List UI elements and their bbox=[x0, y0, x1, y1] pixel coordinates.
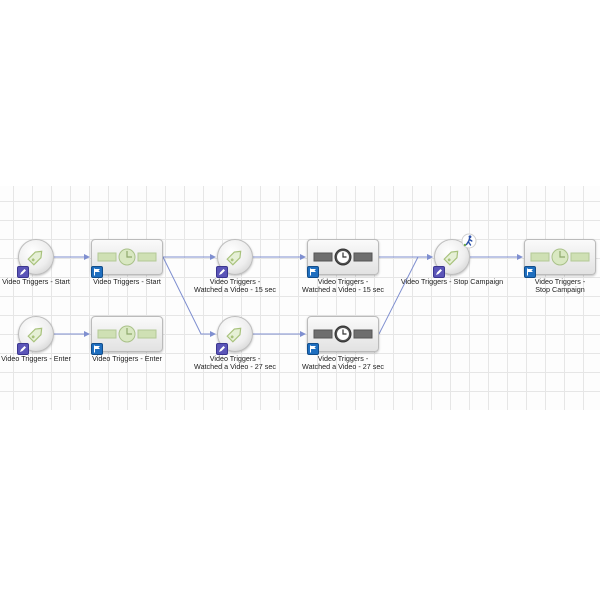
tag-icon bbox=[25, 323, 47, 345]
node-label: Video Triggers -Watched a Video - 27 sec bbox=[283, 355, 403, 371]
connector-n10-n5 bbox=[378, 254, 433, 335]
node-label: Video Triggers - Start bbox=[67, 278, 187, 286]
node-label-line: Watched a Video - 15 sec bbox=[194, 285, 276, 294]
node-label-line: Video Triggers - bbox=[317, 277, 369, 286]
walking-person-icon bbox=[461, 233, 477, 254]
flag-badge-icon[interactable] bbox=[307, 343, 319, 355]
node-label: Video Triggers -Watched a Video - 15 sec bbox=[283, 278, 403, 294]
workflow-canvas[interactable] bbox=[0, 186, 600, 410]
flag-badge-icon[interactable] bbox=[524, 266, 536, 278]
node-label-line: Video Triggers - Enter bbox=[1, 354, 71, 363]
node-label-line: Video Triggers - Start bbox=[93, 277, 161, 286]
flow-bars-icon bbox=[96, 247, 158, 267]
flag-badge-icon[interactable] bbox=[91, 266, 103, 278]
node-label-line: Video Triggers - bbox=[534, 277, 586, 286]
node-label: Video Triggers - Enter bbox=[67, 355, 187, 363]
connector-n2-n9 bbox=[162, 256, 216, 337]
tag-icon bbox=[441, 246, 463, 268]
tag-icon bbox=[224, 246, 246, 268]
pencil-badge-icon[interactable] bbox=[17, 343, 29, 355]
node-label: Video Triggers - Stop Campaign bbox=[392, 278, 512, 286]
node-label: Video Triggers -Watched a Video - 27 sec bbox=[175, 355, 295, 371]
node-label-line: Video Triggers - Start bbox=[2, 277, 70, 286]
node-label-line: Video Triggers - bbox=[209, 277, 261, 286]
clock-icon bbox=[312, 324, 374, 344]
node-label: Video Triggers - Enter bbox=[0, 355, 96, 363]
node-label-line: Watched a Video - 27 sec bbox=[194, 362, 276, 371]
node-label: Video Triggers - Start bbox=[0, 278, 96, 286]
flow-step-node-n8[interactable] bbox=[91, 316, 163, 352]
flow-step-node-n6[interactable] bbox=[524, 239, 596, 275]
pencil-badge-icon[interactable] bbox=[216, 266, 228, 278]
flag-badge-icon[interactable] bbox=[307, 266, 319, 278]
flag-badge-icon[interactable] bbox=[91, 343, 103, 355]
pencil-badge-icon[interactable] bbox=[433, 266, 445, 278]
node-label-line: Watched a Video - 15 sec bbox=[302, 285, 384, 294]
node-label-line: Watched a Video - 27 sec bbox=[302, 362, 384, 371]
node-label-line: Stop Campaign bbox=[535, 285, 585, 294]
node-label-line: Video Triggers - bbox=[317, 354, 369, 363]
flow-bars-icon bbox=[96, 324, 158, 344]
wait-step-node-n10[interactable] bbox=[307, 316, 379, 352]
clock-icon bbox=[312, 247, 374, 267]
tag-icon bbox=[224, 323, 246, 345]
flow-step-node-n2[interactable] bbox=[91, 239, 163, 275]
node-label-line: Video Triggers - Stop Campaign bbox=[400, 277, 504, 286]
node-label: Video Triggers -Stop Campaign bbox=[500, 278, 600, 294]
wait-step-node-n4[interactable] bbox=[307, 239, 379, 275]
flow-bars-icon bbox=[529, 247, 591, 267]
tag-icon bbox=[25, 246, 47, 268]
node-label-line: Video Triggers - bbox=[209, 354, 261, 363]
pencil-badge-icon[interactable] bbox=[216, 343, 228, 355]
pencil-badge-icon[interactable] bbox=[17, 266, 29, 278]
node-label-line: Video Triggers - Enter bbox=[92, 354, 162, 363]
node-label: Video Triggers -Watched a Video - 15 sec bbox=[175, 278, 295, 294]
